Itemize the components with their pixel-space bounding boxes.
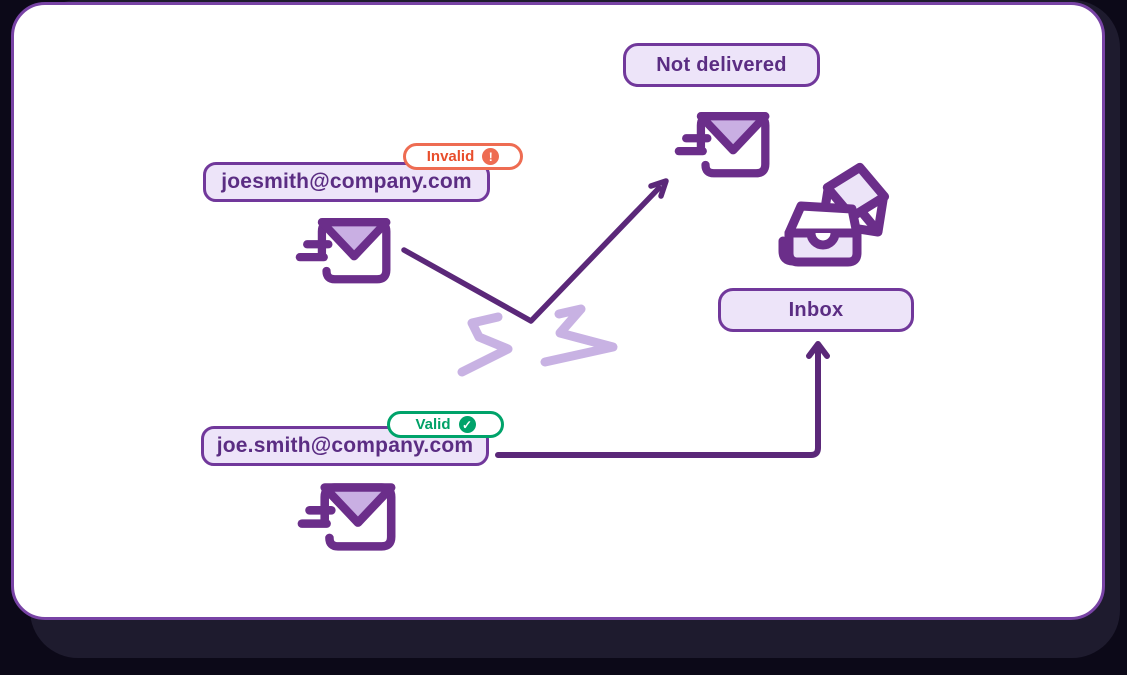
- valid-badge: Valid ✓: [387, 411, 504, 438]
- delivery-arrowhead: [806, 341, 830, 359]
- delivery-path: [495, 341, 830, 458]
- inbox-tray-notch: [806, 228, 840, 250]
- valid-badge-text: Valid: [415, 416, 451, 433]
- invalid-email-box: joesmith@company.com: [203, 162, 490, 202]
- inbox-text: Inbox: [788, 298, 844, 321]
- valid-email-address: joe.smith@company.com: [216, 434, 474, 457]
- check-circle-icon: ✓: [458, 416, 476, 433]
- crash-zigzag-left: [457, 312, 513, 377]
- not-delivered-label: Not delivered: [623, 43, 820, 87]
- inbox-tray-corner: [778, 236, 798, 266]
- invalid-email-address: joesmith@company.com: [221, 170, 472, 193]
- send-email-icon-invalid: [300, 222, 386, 279]
- inbox-icon: [778, 162, 890, 267]
- crash-zigzag-right: [540, 304, 618, 367]
- inbox-label: Inbox: [718, 288, 914, 332]
- not-delivered-text: Not delivered: [656, 53, 787, 76]
- invalid-badge-text: Invalid: [426, 148, 475, 165]
- invalid-badge: Invalid !: [403, 143, 523, 170]
- bounce-path: [401, 178, 669, 324]
- send-email-icon-valid: [302, 488, 391, 547]
- bounce-arrowhead: [648, 178, 669, 199]
- alert-circle-icon: !: [482, 148, 500, 165]
- send-email-icon-bounced: [679, 116, 765, 173]
- dropping-envelope-icon: [818, 162, 890, 237]
